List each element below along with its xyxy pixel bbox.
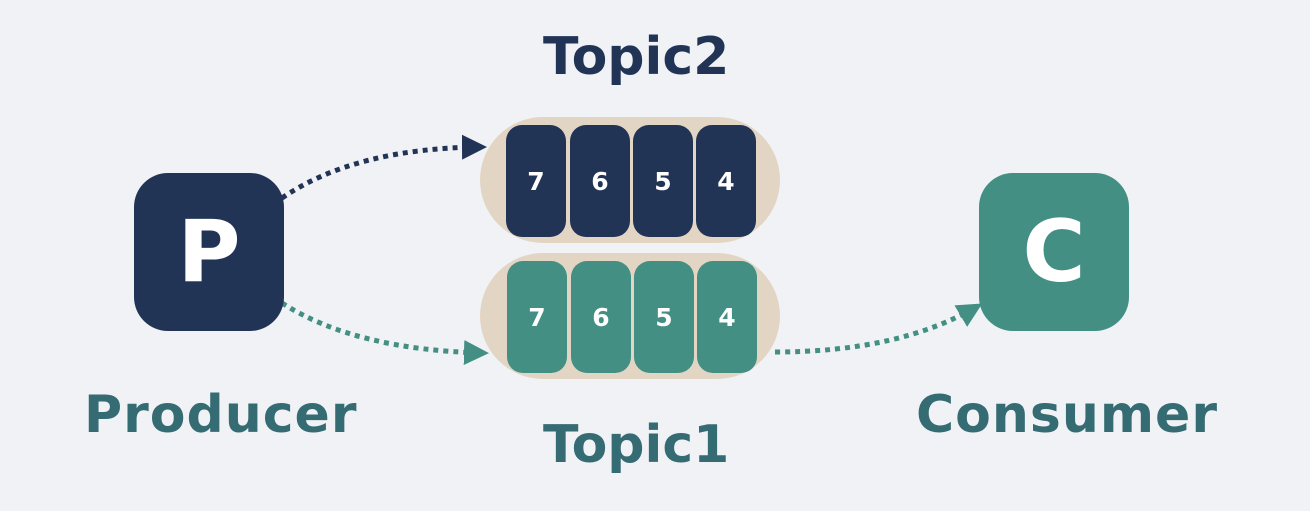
topic2-title: Topic2 (543, 27, 730, 87)
producer-label: Producer (84, 385, 358, 445)
consumer-letter: C (1022, 202, 1086, 302)
topic1-to-consumer-arrow (774, 303, 983, 355)
producer-letter: P (177, 202, 241, 302)
topic1-message: 5 (634, 261, 694, 373)
topic2-queue: 7 6 5 4 (480, 117, 780, 243)
consumer-label: Consumer (916, 385, 1218, 445)
topic1-title: Topic1 (543, 415, 730, 475)
topic2-message: 4 (696, 125, 756, 237)
topic1-message: 4 (697, 261, 757, 373)
topic2-message: 6 (570, 125, 630, 237)
producer-to-topic2-arrow (280, 134, 487, 201)
consumer-node: C (979, 173, 1129, 331)
producer-to-topic1-arrow (280, 300, 489, 366)
topic2-message: 7 (506, 125, 566, 237)
topic1-queue: 7 6 5 4 (480, 253, 780, 379)
topic1-message: 6 (571, 261, 631, 373)
topic1-message: 7 (507, 261, 567, 373)
topic2-message: 5 (633, 125, 693, 237)
producer-node: P (134, 173, 284, 331)
